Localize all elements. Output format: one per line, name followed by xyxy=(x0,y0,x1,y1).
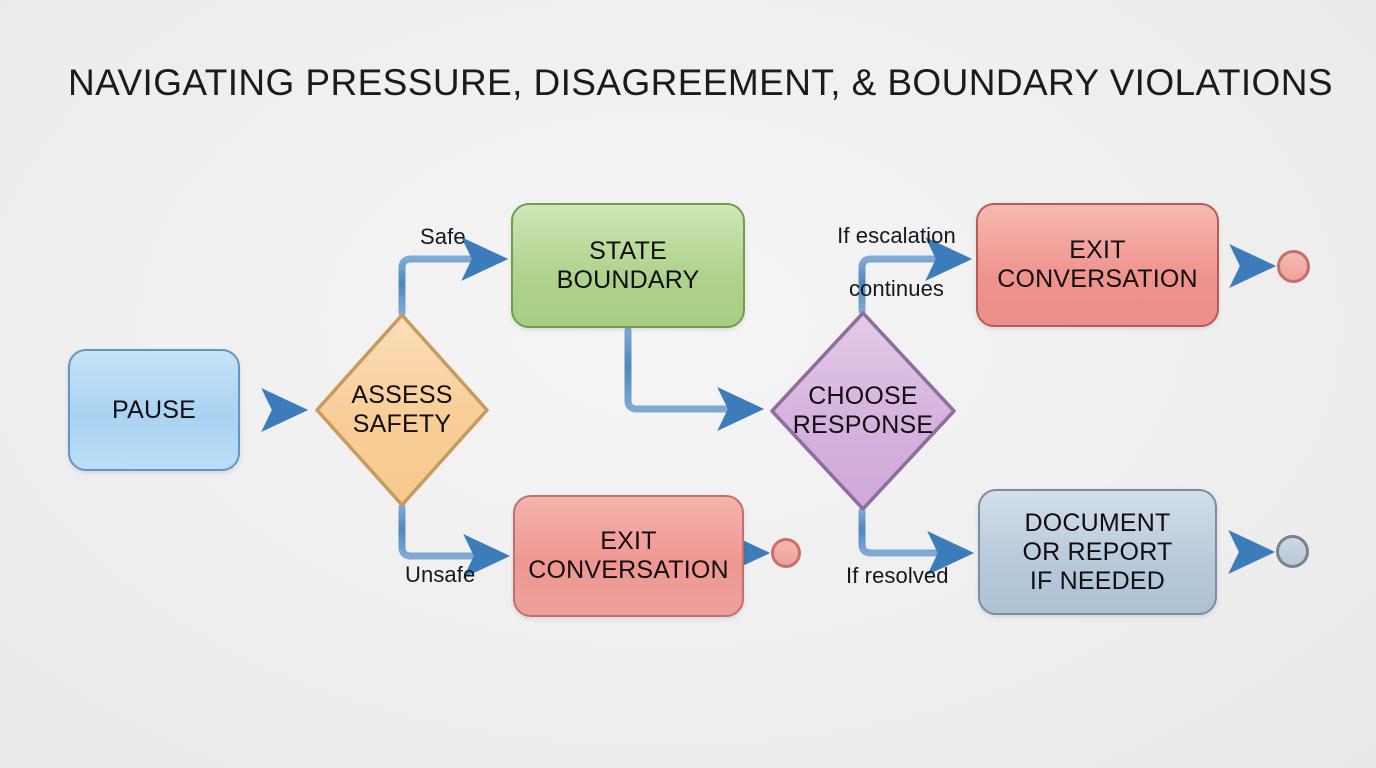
exit-escalation-line1: EXIT xyxy=(1069,236,1126,264)
node-assess-safety[interactable]: ASSESS SAFETY xyxy=(313,311,491,509)
edge-label-safe: Safe xyxy=(420,224,466,249)
edge-label-escalation-line1: If escalation xyxy=(837,223,956,249)
exit-unsafe-line1: EXIT xyxy=(600,527,657,555)
state-boundary-line2: BOUNDARY xyxy=(556,265,700,294)
edge-label-escalation-line2: continues xyxy=(848,276,945,302)
node-exit-conversation-escalation[interactable]: EXIT CONVERSATION xyxy=(976,203,1219,327)
node-choose-response[interactable]: CHOOSE RESPONSE xyxy=(768,309,958,513)
document-line3: IF NEEDED xyxy=(1029,566,1166,595)
choose-response-line2: RESPONSE xyxy=(792,411,934,439)
edge-assess-to-state-boundary xyxy=(398,236,509,317)
edge-assess-to-exit-unsafe xyxy=(398,503,511,579)
edge-label-unsafe: Unsafe xyxy=(405,562,476,587)
edge-choose-to-document xyxy=(858,507,975,576)
node-state-boundary-label: STATE BOUNDARY xyxy=(557,237,700,295)
node-exit-conversation-unsafe-label: EXIT CONVERSATION xyxy=(528,527,729,585)
end-node-escalation xyxy=(1277,250,1310,283)
node-pause-label: PAUSE xyxy=(112,395,196,424)
node-exit-conversation-unsafe[interactable]: EXIT CONVERSATION xyxy=(513,495,744,617)
node-document-or-report-label: DOCUMENT OR REPORT IF NEEDED xyxy=(1023,509,1173,596)
assess-safety-line2: SAFETY xyxy=(352,410,452,438)
page-title: NAVIGATING PRESSURE, DISAGREEMENT, & BOU… xyxy=(68,62,1333,103)
node-exit-conversation-escalation-label: EXIT CONVERSATION xyxy=(997,236,1198,294)
node-assess-safety-label: ASSESS SAFETY xyxy=(313,311,491,509)
edge-state-boundary-to-choose xyxy=(624,326,765,432)
edge-label-resolved: If resolved xyxy=(846,563,949,588)
end-node-unsafe xyxy=(771,538,801,568)
node-choose-response-label: CHOOSE RESPONSE xyxy=(768,309,958,513)
node-state-boundary[interactable]: STATE BOUNDARY xyxy=(511,203,745,328)
assess-safety-line1: ASSESS xyxy=(351,380,453,409)
choose-response-line1: CHOOSE xyxy=(808,381,918,410)
exit-escalation-line2: CONVERSATION xyxy=(997,265,1198,293)
choose-response-diamond-shape xyxy=(770,311,956,511)
exit-unsafe-line2: CONVERSATION xyxy=(528,556,729,584)
document-line2: OR REPORT xyxy=(1022,537,1173,566)
node-document-or-report[interactable]: DOCUMENT OR REPORT IF NEEDED xyxy=(978,489,1217,615)
assess-safety-diamond-shape xyxy=(315,313,489,507)
node-pause[interactable]: PAUSE xyxy=(68,349,240,471)
document-line1: DOCUMENT xyxy=(1024,508,1171,537)
edge-label-escalation: If escalation continues xyxy=(824,197,969,303)
end-node-documented xyxy=(1276,535,1309,568)
state-boundary-line1: STATE xyxy=(589,236,667,265)
